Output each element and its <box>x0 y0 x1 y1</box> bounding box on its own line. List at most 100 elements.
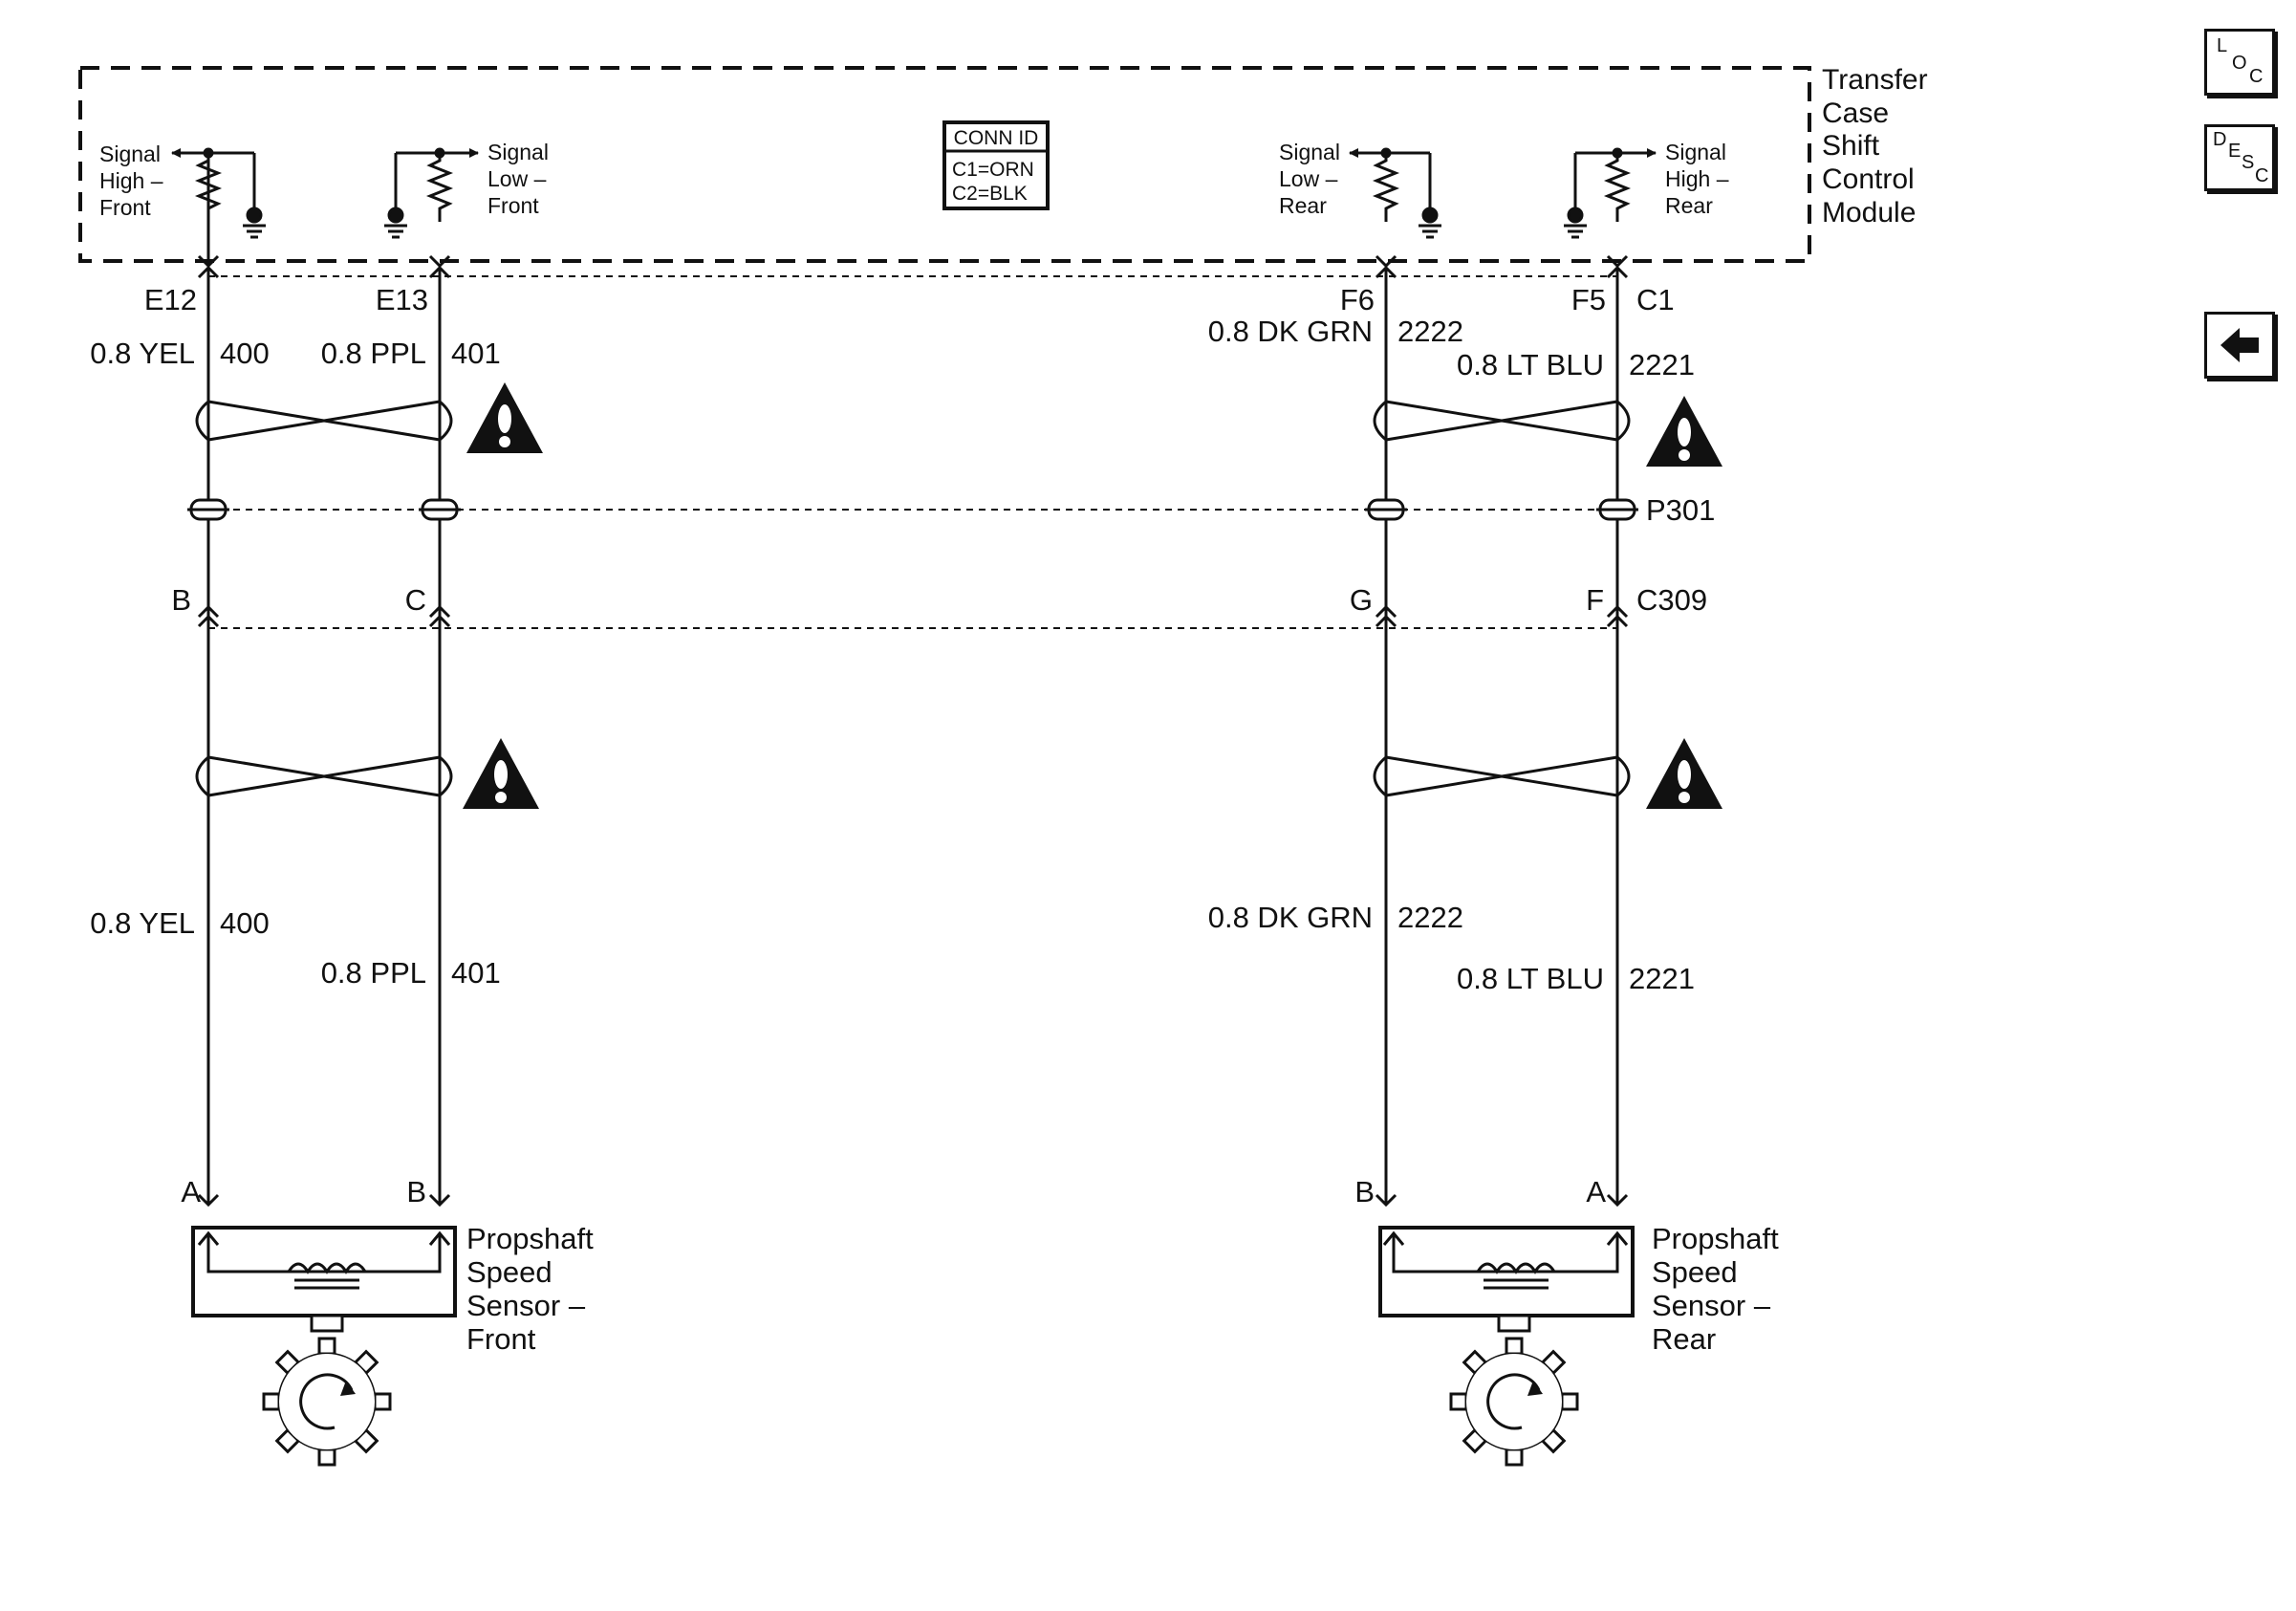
c309-label: C309 <box>1636 583 1707 617</box>
p301-terminals <box>187 498 1638 521</box>
module-title-line: Case <box>1822 98 1889 129</box>
circuit-number: 2222 <box>1397 315 1463 348</box>
signal-label-line: Rear <box>1665 193 1713 218</box>
sensor-terminals <box>197 1193 1629 1208</box>
c309-pin: C <box>405 583 426 617</box>
module-title-line: Control <box>1822 163 1915 195</box>
circuit-number: 401 <box>451 956 501 990</box>
sensor-rear-label: Propshaft Speed Sensor – Rear <box>1652 1222 1787 1356</box>
left-arrow-icon <box>2220 328 2259 362</box>
signal-label-line: Signal <box>1279 140 1340 164</box>
sensor-label-line: Sensor – <box>1652 1289 1771 1322</box>
module-box <box>78 66 1811 263</box>
signal-label-line: Signal <box>487 140 549 164</box>
sensor-label-line: Propshaft <box>1652 1222 1779 1255</box>
signal-label-line: High – <box>99 168 163 193</box>
caution-icon[interactable] <box>1646 396 1722 467</box>
signal-circuit-low-rear <box>1349 147 1441 239</box>
signal-label-low-rear: Signal Low – Rear <box>1279 140 1346 218</box>
loc-letter: C <box>2249 66 2264 87</box>
wire-color-label: 0.8 PPL <box>321 956 426 990</box>
module-connector-label: C1 <box>1636 283 1675 316</box>
module-title-line: Transfer <box>1822 64 1928 96</box>
circuit-number: 2222 <box>1397 901 1463 934</box>
circuit-number: 400 <box>220 906 270 940</box>
sensor-pin: B <box>406 1175 426 1208</box>
signal-label-line: Front <box>487 193 539 218</box>
desc-letter: C <box>2255 165 2269 186</box>
signal-label-line: Front <box>99 195 151 220</box>
sensor-front-label: Propshaft Speed Sensor – Front <box>466 1222 601 1356</box>
p301-label: P301 <box>1646 493 1715 527</box>
signal-circuit-high-front <box>171 147 266 266</box>
speed-sensor-front <box>191 1226 457 1333</box>
twisted-pair-front-lower <box>195 755 453 797</box>
caution-icon[interactable] <box>1646 738 1722 809</box>
c309-terminals <box>197 604 1629 628</box>
module-pin-f5: F5 <box>1571 283 1606 316</box>
c309-pin: F <box>1586 583 1604 617</box>
signal-label-high-rear: Signal High – Rear <box>1665 140 1735 218</box>
signal-label-line: Signal <box>1665 140 1726 164</box>
module-pin-e13: E13 <box>376 283 428 316</box>
module-title-line: Module <box>1822 197 1916 229</box>
signal-circuit-low-front <box>384 147 479 239</box>
sensor-label-line: Speed <box>466 1255 552 1289</box>
signal-label-line: Low – <box>1279 166 1338 191</box>
caution-icon[interactable] <box>463 738 539 809</box>
desc-letter: D <box>2213 129 2227 150</box>
circuit-number: 401 <box>451 337 501 370</box>
module-title-line: Shift <box>1822 130 1880 162</box>
conn-id-box: CONN ID C1=ORN C2=BLK <box>942 120 1050 210</box>
wire-color-label: 0.8 LT BLU <box>1457 962 1604 995</box>
sensor-label-line: Propshaft <box>466 1222 594 1255</box>
loc-letter: O <box>2232 53 2247 74</box>
conn-id-line: C2=BLK <box>952 183 1028 205</box>
circuit-number: 400 <box>220 337 270 370</box>
twisted-pair-rear-upper <box>1373 400 1631 442</box>
circuit-number: 2221 <box>1629 348 1695 381</box>
c309-pin: G <box>1350 583 1373 617</box>
speed-sensor-rear <box>1378 1226 1635 1333</box>
wire-color-label: 0.8 YEL <box>90 337 195 370</box>
desc-button[interactable]: D E S C <box>2204 124 2275 191</box>
back-button[interactable] <box>2204 312 2275 379</box>
signal-label-line: High – <box>1665 166 1729 191</box>
loc-letter: L <box>2217 35 2228 56</box>
loc-button[interactable]: L O C <box>2204 29 2275 96</box>
c309-pin: B <box>171 583 191 617</box>
wire-color-label: 0.8 LT BLU <box>1457 348 1604 381</box>
twisted-pair-rear-lower <box>1373 755 1631 797</box>
sensor-label-line: Front <box>466 1322 536 1356</box>
sensor-label-line: Speed <box>1652 1255 1738 1289</box>
sensor-label-line: Sensor – <box>466 1289 586 1322</box>
circuit-number: 2221 <box>1629 962 1695 995</box>
wire-color-label: 0.8 DK GRN <box>1208 901 1373 934</box>
sensor-label-line: Rear <box>1652 1322 1716 1356</box>
wire-color-label: 0.8 YEL <box>90 906 195 940</box>
desc-letter: E <box>2228 141 2242 162</box>
sensor-pin: A <box>181 1175 201 1208</box>
signal-label-high-front: Signal High – Front <box>99 142 169 220</box>
sensor-pin: B <box>1354 1175 1375 1208</box>
signal-label-line: Rear <box>1279 193 1327 218</box>
signal-label-line: Low – <box>487 166 547 191</box>
module-pin-f6: F6 <box>1340 283 1375 316</box>
conn-id-line: C1=ORN <box>952 159 1034 181</box>
signal-label-low-front: Signal Low – Front <box>487 140 554 218</box>
twisted-pair-front-upper <box>195 400 453 442</box>
signal-circuit-high-rear <box>1564 147 1657 239</box>
conn-id-header: CONN ID <box>954 127 1039 149</box>
reluctor-wheel-icon <box>1449 1337 1579 1467</box>
desc-letter: S <box>2242 152 2255 173</box>
wire-color-label: 0.8 PPL <box>321 337 426 370</box>
reluctor-wheel-icon <box>262 1337 392 1467</box>
wire-color-label: 0.8 DK GRN <box>1208 315 1373 348</box>
module-title: Transfer Case Shift Control Module <box>1822 64 1936 229</box>
signal-label-line: Signal <box>99 142 161 166</box>
wires <box>206 268 1619 1203</box>
sensor-pin: A <box>1586 1175 1606 1208</box>
module-pin-e12: E12 <box>144 283 197 316</box>
caution-icon[interactable] <box>466 382 543 453</box>
